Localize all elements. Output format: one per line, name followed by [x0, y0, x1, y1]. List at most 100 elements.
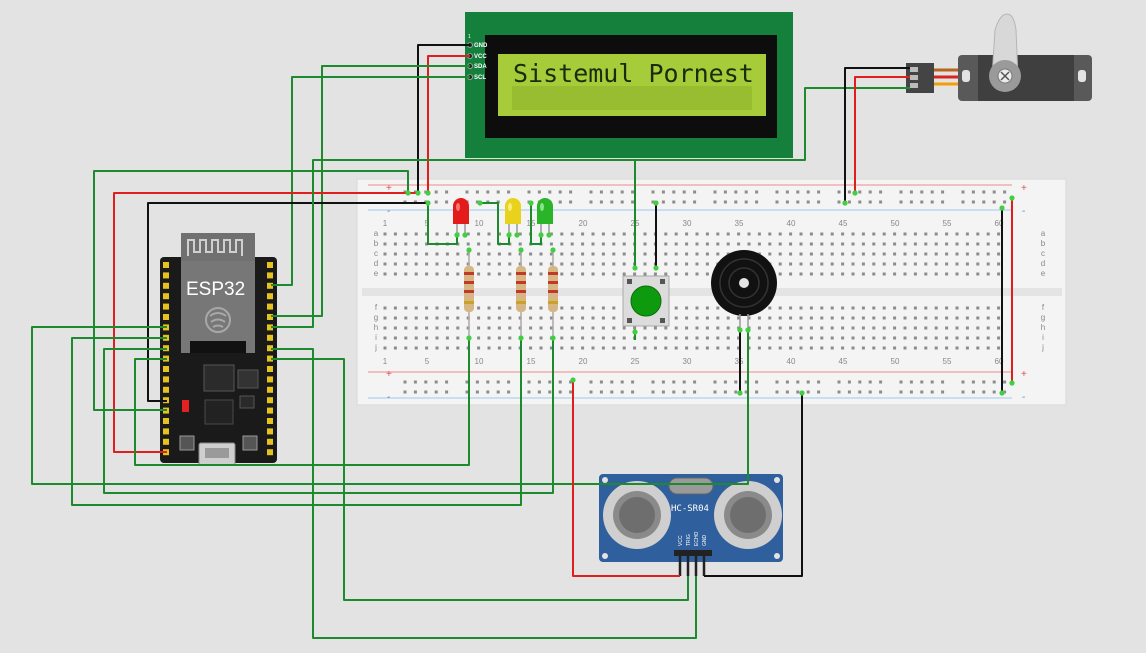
rail-hole[interactable] — [599, 390, 603, 394]
breadboard-hole[interactable] — [799, 252, 803, 256]
breadboard-hole[interactable] — [945, 242, 949, 246]
breadboard-hole[interactable] — [757, 336, 761, 340]
rail-hole[interactable] — [879, 380, 883, 384]
breadboard-hole[interactable] — [872, 252, 876, 256]
rail-hole[interactable] — [403, 380, 407, 384]
rail-hole[interactable] — [527, 390, 531, 394]
breadboard-hole[interactable] — [685, 262, 689, 266]
rail-hole[interactable] — [909, 190, 913, 194]
breadboard-hole[interactable] — [643, 346, 647, 350]
rail-hole[interactable] — [734, 200, 738, 204]
breadboard-hole[interactable] — [591, 272, 595, 276]
breadboard-hole[interactable] — [789, 326, 793, 330]
esp32-pin-right[interactable] — [267, 262, 273, 268]
rail-hole[interactable] — [755, 200, 759, 204]
rail-hole[interactable] — [785, 190, 789, 194]
breadboard-hole[interactable] — [414, 316, 418, 320]
rail-hole[interactable] — [548, 190, 552, 194]
breadboard-hole[interactable] — [643, 232, 647, 236]
breadboard-hole[interactable] — [497, 232, 501, 236]
breadboard-hole[interactable] — [726, 316, 730, 320]
rail-hole[interactable] — [1003, 200, 1007, 204]
wire-lcd-sda[interactable] — [271, 65, 470, 317]
breadboard-hole[interactable] — [789, 306, 793, 310]
breadboard-hole[interactable] — [924, 306, 928, 310]
breadboard-hole[interactable] — [591, 346, 595, 350]
breadboard-hole[interactable] — [653, 336, 657, 340]
breadboard-hole[interactable] — [965, 232, 969, 236]
breadboard-hole[interactable] — [820, 272, 824, 276]
breadboard-hole[interactable] — [830, 336, 834, 340]
breadboard-hole[interactable] — [778, 336, 782, 340]
breadboard-hole[interactable] — [477, 346, 481, 350]
rail-hole[interactable] — [651, 190, 655, 194]
breadboard-hole[interactable] — [893, 242, 897, 246]
breadboard-hole[interactable] — [768, 306, 772, 310]
breadboard-hole[interactable] — [882, 262, 886, 266]
breadboard-hole[interactable] — [383, 306, 387, 310]
breadboard-hole[interactable] — [518, 252, 522, 256]
breadboard-hole[interactable] — [445, 272, 449, 276]
rail-hole[interactable] — [558, 380, 562, 384]
breadboard-hole[interactable] — [653, 346, 657, 350]
rail-hole[interactable] — [631, 200, 635, 204]
breadboard-hole[interactable] — [716, 306, 720, 310]
breadboard-hole[interactable] — [570, 316, 574, 320]
esp32-pin-right[interactable] — [267, 428, 273, 435]
breadboard-hole[interactable] — [685, 242, 689, 246]
breadboard-hole[interactable] — [757, 346, 761, 350]
breadboard-hole[interactable] — [508, 252, 512, 256]
breadboard-hole[interactable] — [747, 232, 751, 236]
rail-hole[interactable] — [651, 200, 655, 204]
breadboard-hole[interactable] — [445, 346, 449, 350]
breadboard-hole[interactable] — [383, 272, 387, 276]
breadboard-hole[interactable] — [560, 316, 564, 320]
wire-lcd-scl[interactable] — [271, 76, 470, 286]
breadboard-hole[interactable] — [737, 232, 741, 236]
breadboard-hole[interactable] — [695, 316, 699, 320]
wire-esp-3v3-rail[interactable] — [113, 192, 418, 453]
rail-hole[interactable] — [682, 390, 686, 394]
rail-hole[interactable] — [992, 190, 996, 194]
breadboard-hole[interactable] — [674, 346, 678, 350]
breadboard-hole[interactable] — [955, 252, 959, 256]
rail-hole[interactable] — [744, 380, 748, 384]
breadboard-hole[interactable] — [404, 242, 408, 246]
breadboard-hole[interactable] — [778, 306, 782, 310]
breadboard-hole[interactable] — [653, 272, 657, 276]
breadboard-hole[interactable] — [404, 336, 408, 340]
breadboard-hole[interactable] — [976, 232, 980, 236]
esp32-pin-left[interactable] — [163, 303, 169, 310]
breadboard-hole[interactable] — [487, 346, 491, 350]
rail-hole[interactable] — [693, 390, 697, 394]
breadboard-hole[interactable] — [581, 262, 585, 266]
wire-servo-gnd[interactable] — [844, 67, 910, 203]
breadboard-hole[interactable] — [955, 272, 959, 276]
breadboard-hole[interactable] — [477, 232, 481, 236]
breadboard-hole[interactable] — [664, 252, 668, 256]
rail-hole[interactable] — [713, 390, 717, 394]
rail-hole[interactable] — [599, 380, 603, 384]
breadboard-hole[interactable] — [903, 272, 907, 276]
breadboard-hole[interactable] — [612, 272, 616, 276]
breadboard-hole[interactable] — [893, 306, 897, 310]
breadboard-hole[interactable] — [903, 232, 907, 236]
breadboard-hole[interactable] — [404, 316, 408, 320]
breadboard-hole[interactable] — [643, 262, 647, 266]
rail-hole[interactable] — [858, 190, 862, 194]
rail-hole[interactable] — [723, 390, 727, 394]
breadboard-hole[interactable] — [570, 346, 574, 350]
breadboard-hole[interactable] — [664, 346, 668, 350]
rail-hole[interactable] — [631, 190, 635, 194]
rail-hole[interactable] — [465, 390, 469, 394]
esp32-pin-right[interactable] — [267, 345, 273, 352]
breadboard-hole[interactable] — [685, 316, 689, 320]
rail-hole[interactable] — [434, 380, 438, 384]
breadboard-hole[interactable] — [622, 336, 626, 340]
rail-hole[interactable] — [817, 390, 821, 394]
breadboard-hole[interactable] — [487, 272, 491, 276]
breadboard-hole[interactable] — [705, 316, 709, 320]
breadboard-hole[interactable] — [820, 252, 824, 256]
breadboard-hole[interactable] — [893, 326, 897, 330]
resistor-body[interactable] — [548, 266, 558, 312]
